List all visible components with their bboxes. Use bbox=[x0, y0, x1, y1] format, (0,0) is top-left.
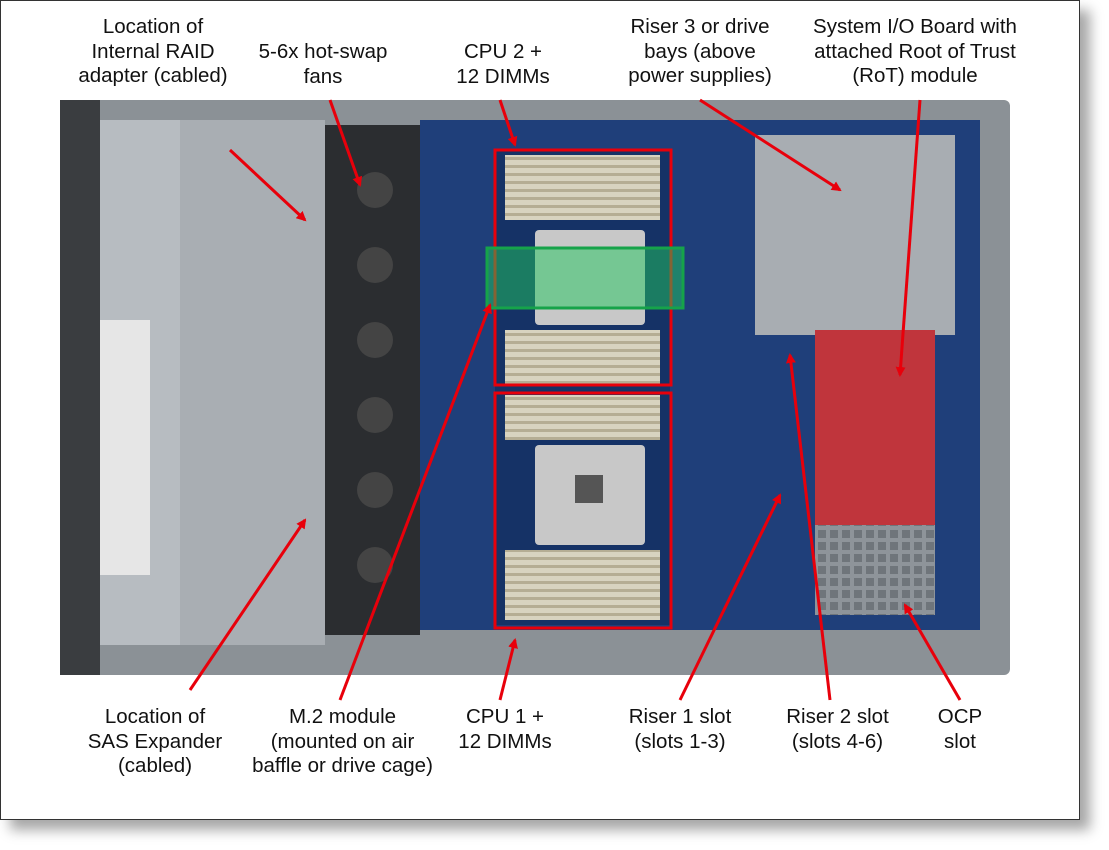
fans-arrow bbox=[328, 99, 363, 187]
cpu1-label: CPU 1 + 12 DIMMs bbox=[458, 705, 552, 753]
fans-label: 5-6x hot-swap fans bbox=[258, 40, 388, 88]
sas-arrow bbox=[188, 518, 307, 691]
cpu2-label: CPU 2 + 12 DIMMs bbox=[456, 40, 550, 88]
sas-label: Location of SAS Expander (cabled) bbox=[87, 705, 223, 777]
cpu1-arrow bbox=[498, 638, 518, 701]
riser3-label: Riser 3 or drive bays (above power suppl… bbox=[628, 15, 772, 87]
server-chassis bbox=[60, 100, 1010, 675]
cpu1-highlight-box bbox=[493, 391, 673, 630]
sysio-label: System I/O Board with attached Root of T… bbox=[813, 15, 1017, 87]
riser2-label: Riser 2 slot (slots 4-6) bbox=[786, 705, 889, 753]
ocp-arrow bbox=[903, 603, 962, 701]
m2-label: M.2 module (mounted on air baffle or dri… bbox=[252, 705, 433, 777]
sysio-arrow bbox=[895, 99, 922, 377]
riser1-label: Riser 1 slot (slots 1-3) bbox=[628, 705, 732, 753]
riser2-arrow bbox=[785, 353, 832, 701]
riser1-arrow bbox=[678, 493, 782, 701]
riser3-arrow bbox=[699, 98, 842, 192]
cpu2-arrow bbox=[498, 99, 518, 147]
m2-arrow bbox=[338, 303, 492, 701]
raid-arrow bbox=[228, 148, 307, 222]
raid-label: Location of Internal RAID adapter (cable… bbox=[78, 15, 228, 87]
m2-highlight-box bbox=[485, 246, 685, 310]
ocp-label: OCP slot bbox=[937, 705, 983, 753]
